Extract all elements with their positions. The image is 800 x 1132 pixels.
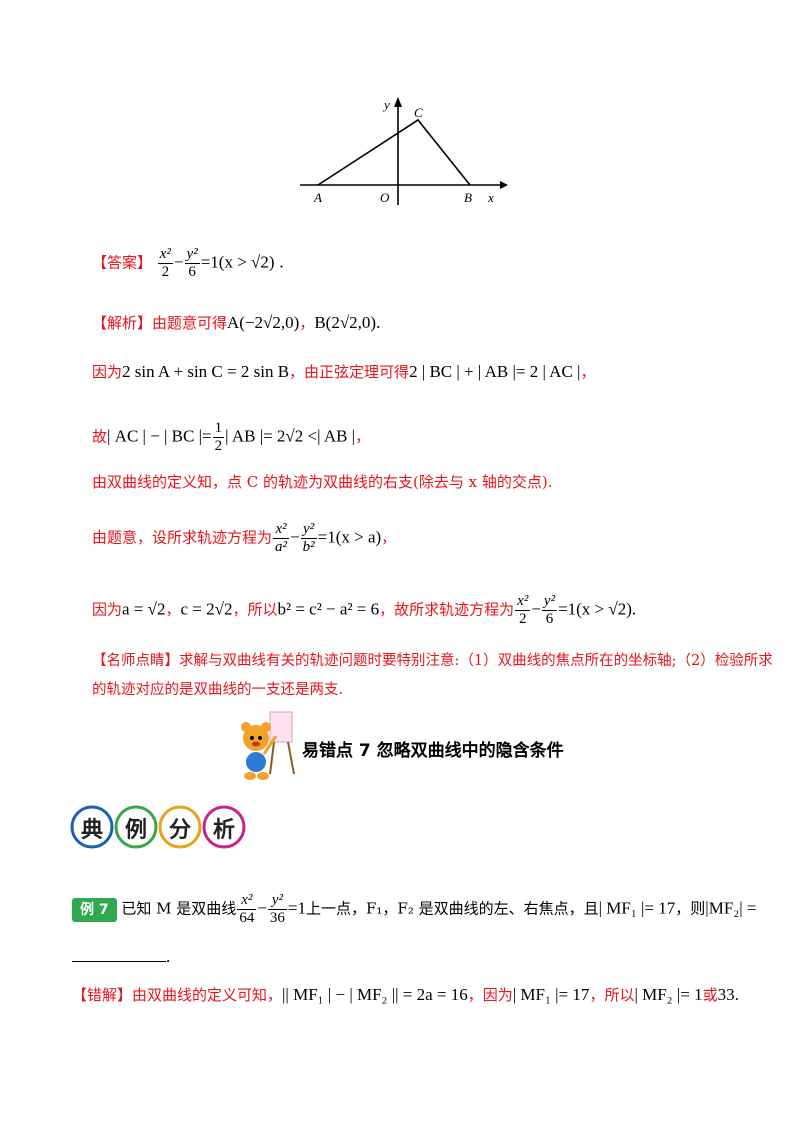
banner-ring-icon [202,805,246,849]
banner-ring-icon [158,805,202,849]
step3-line: 由双曲线的定义知，点 C 的轨迹为双曲线的右支(除去与 x 轴的交点). [92,473,553,491]
point-a: A(−2√2,0) [227,313,300,332]
wrong-tag: 【错解】 [72,986,133,1004]
tip-tag: 【名师点睛】 [92,653,179,669]
triangle-diagram: y C A O B x [300,97,508,205]
heading-title: 易错点 7 忽略双曲线中的隐含条件 [302,741,564,761]
answer-blank [72,945,166,962]
answer-tag: 【答案】 [92,253,153,272]
banner-ring-icon [70,805,114,849]
example-badge: 例 7 [72,897,117,922]
label-x: x [487,190,494,205]
label-y: y [382,97,390,112]
x-axis-arrow-icon [500,181,508,189]
banner-char: 例 [125,818,147,843]
wrong-solution-line: 【错解】由双曲线的定义可知，|| MF₁ | − | MF₂ || = 2a =… [72,985,739,1004]
banner-char: 析 [213,818,235,843]
example-analysis-banner: 典 例 分 析 [70,805,246,849]
point-b: B(2√2,0) [314,313,377,332]
bear-easel-mascot-icon [241,711,295,780]
step1-line: 因为2 sin A + sin C = 2 sin B，由正弦定理可得2 | B… [92,362,596,381]
length-equation: 2 | BC | + | AB |= 2 | AC | [409,362,581,381]
banner-char: 分 [169,818,191,843]
answer-equation: =1(x > √2) [200,252,275,272]
label-b: B [464,190,472,205]
triangle-abc [317,118,471,186]
analysis-line: 【解析】由题意可得A(−2√2,0)，B(2√2,0). [92,313,381,332]
analysis-tag: 【解析】 [92,314,153,332]
step5-line: 因为a = √2，c = 2√2，所以b² = c² − a² = 6，故所求轨… [92,593,637,627]
sine-equation: 2 sin A + sin C = 2 sin B [122,362,290,381]
tip-line-2: 的轨迹对应的是双曲线的一支还是两支. [92,682,344,698]
label-c: C [414,105,423,120]
banner-char: 典 [81,818,103,843]
answer-blank-line: . [72,945,170,967]
section-heading: 易错点 7 忽略双曲线中的隐含条件 [236,708,616,784]
banner-ring-icon [114,805,158,849]
y-axis-arrow-icon [394,97,402,107]
tip-line-1: 【名师点睛】求解与双曲线有关的轨迹问题时要特别注意:（1）双曲线的焦点所在的坐标… [92,653,773,669]
label-o: O [380,190,390,205]
label-a: A [313,190,322,205]
